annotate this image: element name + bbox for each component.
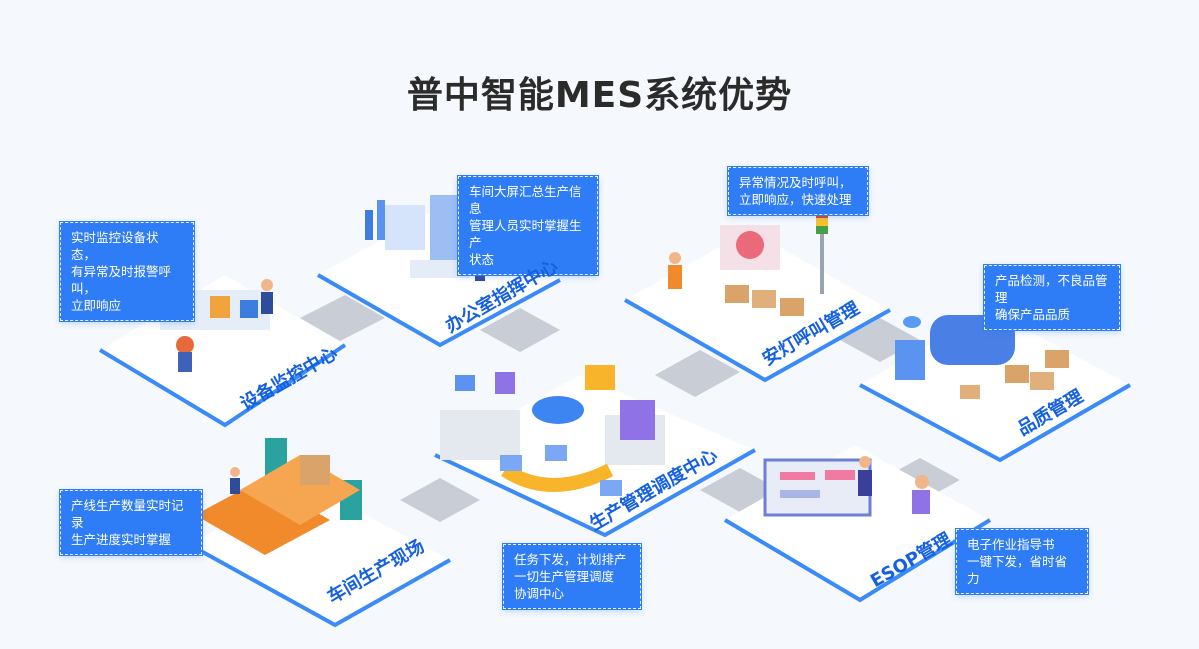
tile-esop xyxy=(723,445,992,603)
connector-center-andon xyxy=(655,350,740,397)
tile-center xyxy=(434,365,756,538)
connector-shop-center xyxy=(400,478,480,522)
connector-equip-office xyxy=(300,295,385,341)
callout-center: 任务下发，计划排产 一切生产管理调度 协调中心 xyxy=(502,543,642,610)
callout-esop: 电子作业指导书 一键下发，省时省力 xyxy=(955,528,1089,595)
callout-equipment: 实时监控设备状态， 有异常及时报警呼叫， 立即响应 xyxy=(59,221,195,322)
callout-quality: 产品检测，不良品管理 确保产品品质 xyxy=(983,264,1121,331)
tile-andon xyxy=(624,210,891,383)
tile-shopfloor xyxy=(189,438,451,628)
callout-shopfloor: 产线生产数量实时记录 生产进度实时掌握 xyxy=(59,489,203,556)
callout-office: 车间大屏汇总生产信息 管理人员实时掌握生产 状态 xyxy=(457,175,599,276)
page-title: 普中智能MES系统优势 xyxy=(406,75,793,116)
cloud-icon xyxy=(903,316,921,328)
connector-office-center xyxy=(480,308,560,352)
callout-andon: 异常情况及时呼叫， 立即响应，快速处理 xyxy=(727,166,869,216)
